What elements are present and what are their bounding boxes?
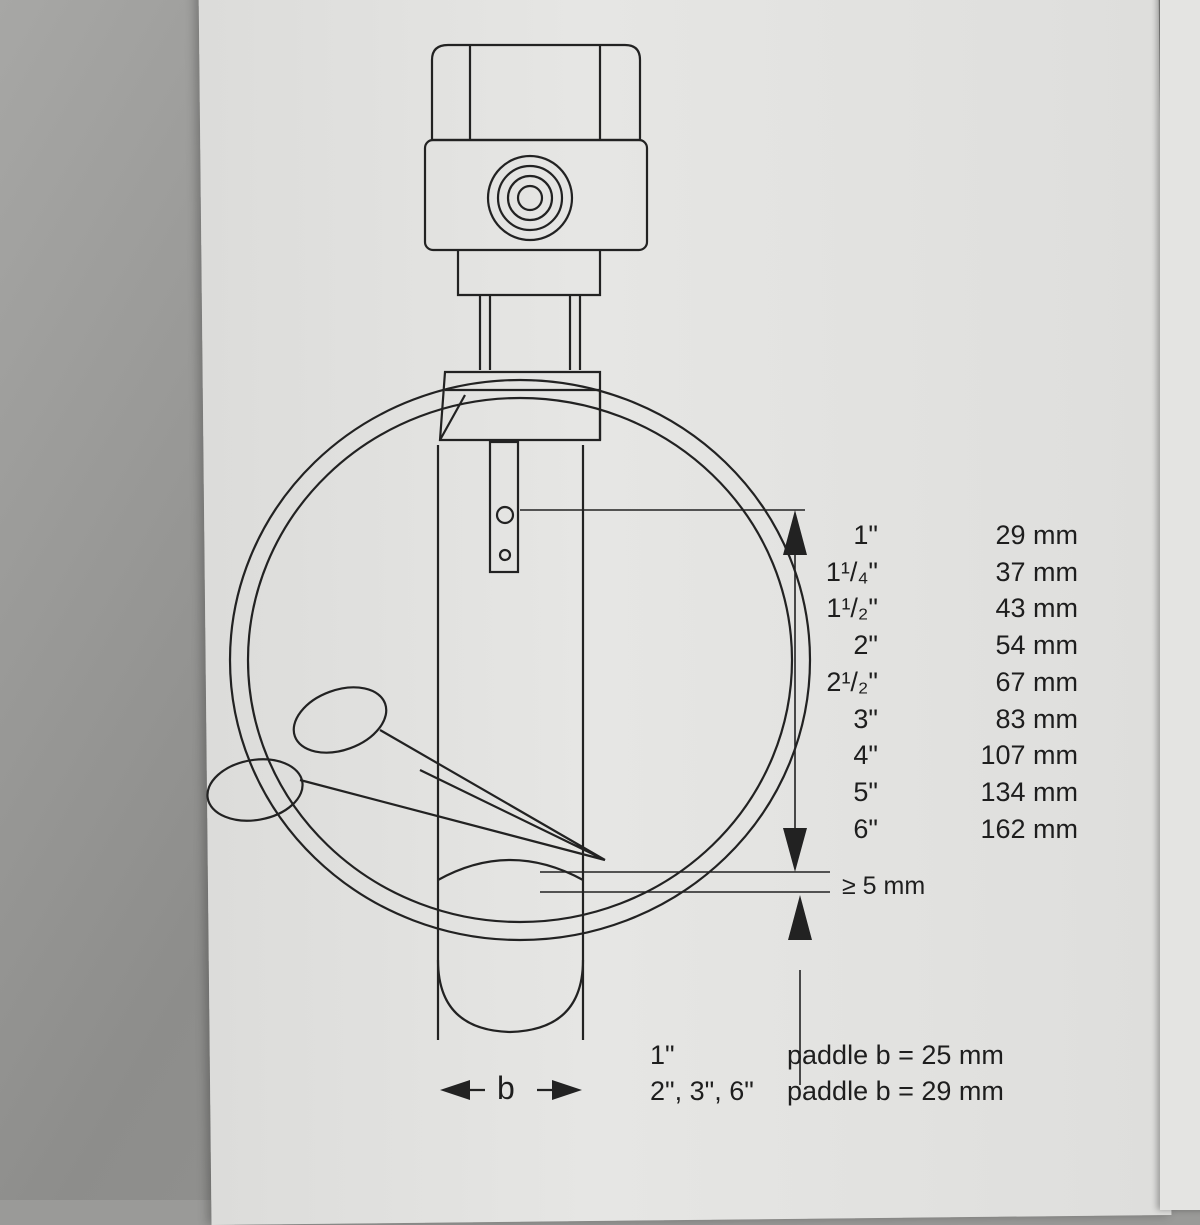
scissors-icon xyxy=(206,686,606,862)
length-value: 37 mm xyxy=(995,557,1078,587)
length-value: 83 mm xyxy=(995,704,1078,734)
width-label: b xyxy=(497,1070,515,1106)
pipe-cross-section xyxy=(228,378,812,942)
length-value: 43 mm xyxy=(995,593,1078,623)
size-label: 3" xyxy=(853,704,878,734)
size-label: 2¹/₂" xyxy=(826,667,878,697)
length-value: 29 mm xyxy=(995,520,1078,550)
size-label: 1¹/₂" xyxy=(826,593,878,623)
paddle-width: paddle b = 25 mm xyxy=(787,1040,1004,1070)
length-value: 67 mm xyxy=(995,667,1078,697)
paddle-sizes: 2", 3", 6" xyxy=(650,1076,754,1106)
arrowheads xyxy=(440,510,812,1100)
mounting-collar xyxy=(438,370,602,442)
paddle xyxy=(436,440,585,1040)
size-label: 5" xyxy=(853,777,878,807)
length-value: 54 mm xyxy=(995,630,1078,660)
length-value: 162 mm xyxy=(980,814,1078,844)
clearance-label: ≥ 5 mm xyxy=(842,872,926,900)
size-label: 1¹/₄" xyxy=(825,557,878,587)
pipe-inner-wall xyxy=(246,396,794,924)
switch-stem xyxy=(456,250,602,370)
adjacent-page xyxy=(1160,0,1200,1210)
paddle-sizes: 1" xyxy=(650,1040,675,1070)
size-label: 2" xyxy=(853,630,878,660)
length-value: 107 mm xyxy=(980,740,1078,770)
length-value: 134 mm xyxy=(980,777,1078,807)
size-label: 4" xyxy=(853,740,878,770)
flow-switch-diagram xyxy=(206,43,830,1100)
size-label: 6" xyxy=(853,814,878,844)
switch-housing xyxy=(423,43,649,252)
paddle-width: paddle b = 29 mm xyxy=(787,1076,1004,1106)
size-label: 1" xyxy=(853,520,878,550)
dimension-lines xyxy=(520,509,830,1085)
